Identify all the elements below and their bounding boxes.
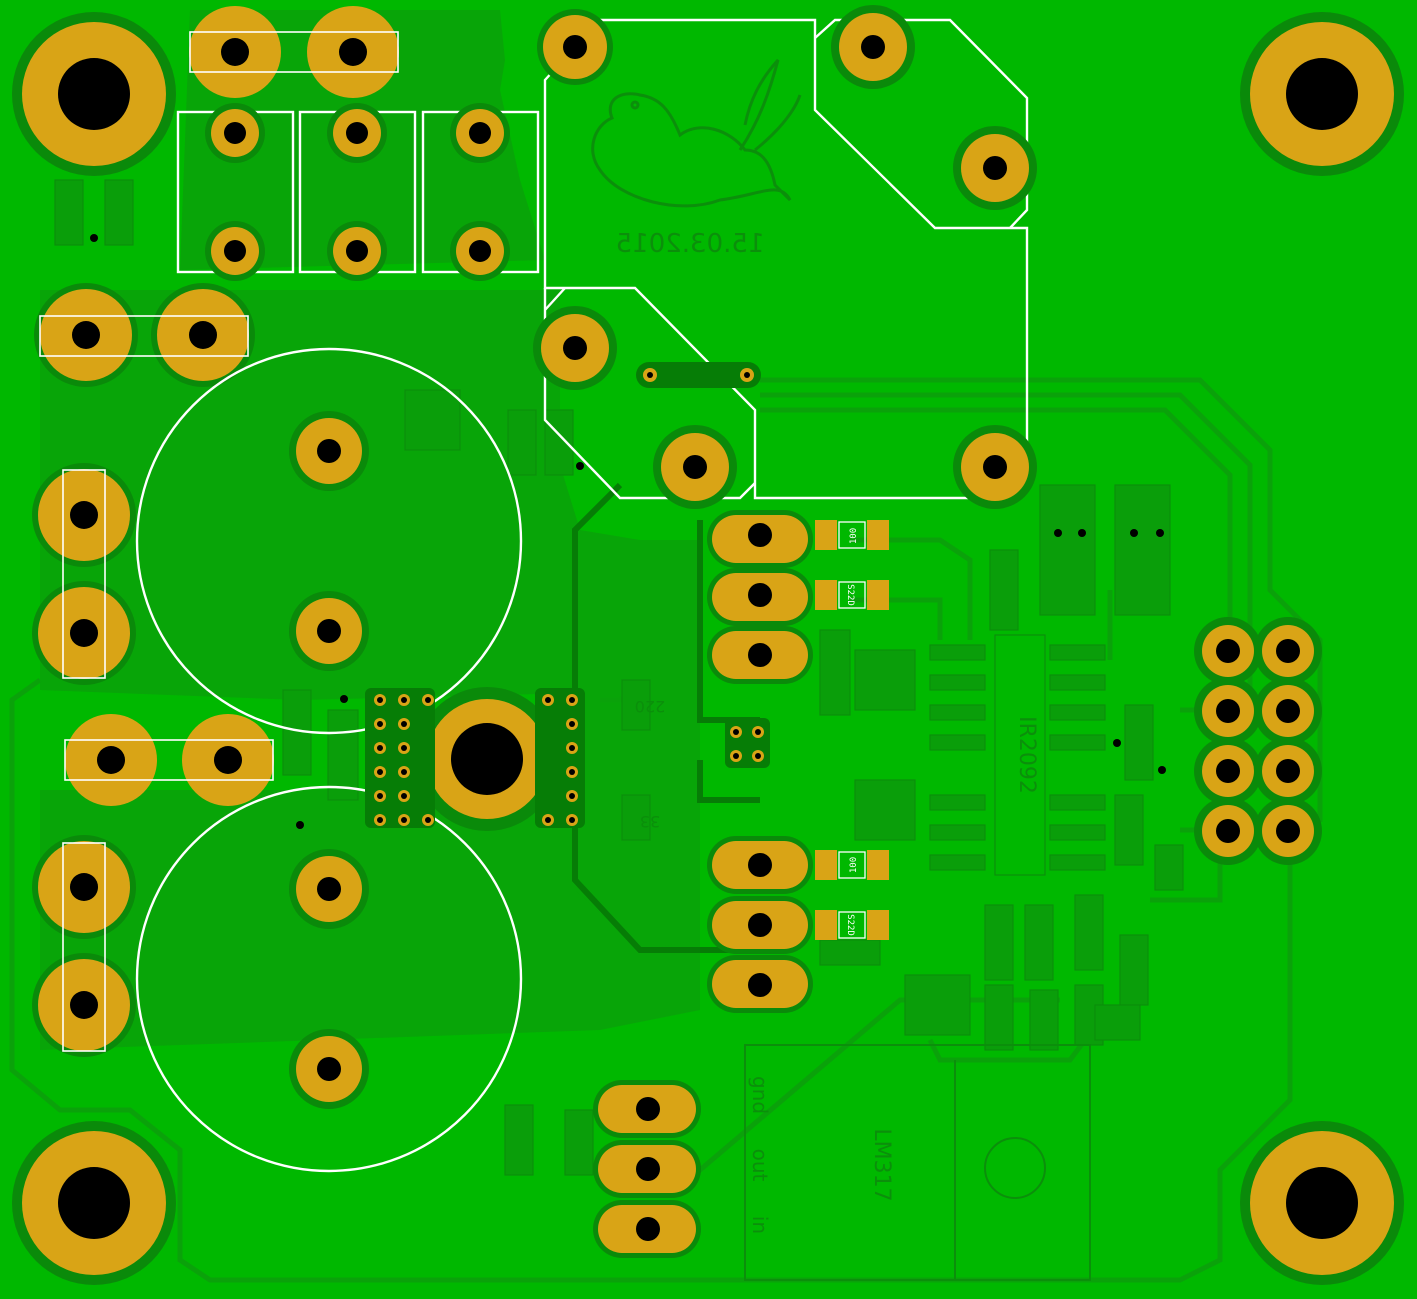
resistor-label-upper-2: S22D bbox=[845, 584, 855, 606]
transformer-outline bbox=[533, 5, 1037, 509]
resistor-label-lower-1: 100 bbox=[849, 857, 859, 873]
regulator-footprint bbox=[744, 1044, 1091, 1281]
relay-footprints bbox=[176, 103, 540, 281]
date-stamp: 15.03.2015 bbox=[616, 229, 765, 259]
mounting-hole-center bbox=[415, 687, 559, 831]
mounting-hole-bottom-right bbox=[1240, 1121, 1404, 1285]
regulator-pads bbox=[593, 1080, 701, 1258]
resistor-label-upper-1: 100 bbox=[849, 528, 859, 544]
ic-label: IR2092 bbox=[1014, 716, 1039, 794]
connector-left-vertical-2 bbox=[32, 835, 136, 1057]
via-holes bbox=[90, 234, 1166, 829]
transistor-upper-pads bbox=[707, 510, 813, 684]
connector-left-middle bbox=[64, 714, 274, 806]
transistor-lower-pads bbox=[707, 836, 813, 1013]
regulator-label: LM317 bbox=[869, 1128, 894, 1201]
connector-top bbox=[189, 6, 399, 98]
mounting-holes bbox=[12, 12, 1404, 1285]
bird-logo bbox=[591, 58, 802, 208]
connector-left-vertical-1 bbox=[32, 463, 136, 685]
mounting-hole-top-left bbox=[12, 12, 176, 176]
regulator-out-label: out bbox=[748, 1149, 772, 1182]
connector-left-upper bbox=[34, 283, 255, 387]
regulator-in-label: in bbox=[748, 1216, 772, 1234]
smd-resistors bbox=[815, 520, 889, 940]
cap-label-33: 33 bbox=[640, 812, 660, 831]
resistor-label-lower-2: S22D bbox=[845, 914, 855, 936]
regulator-gnd-label: gnd bbox=[748, 1076, 772, 1114]
capacitor-upper bbox=[135, 347, 523, 735]
jumper-link bbox=[636, 362, 761, 388]
capacitor-lower bbox=[135, 785, 523, 1173]
mounting-hole-top-right bbox=[1240, 12, 1404, 176]
smd-footprints bbox=[54, 179, 1184, 1176]
mounting-hole-bottom-left bbox=[12, 1121, 176, 1285]
pin-header bbox=[1194, 617, 1322, 865]
cap-label-220: 220 bbox=[635, 697, 666, 716]
